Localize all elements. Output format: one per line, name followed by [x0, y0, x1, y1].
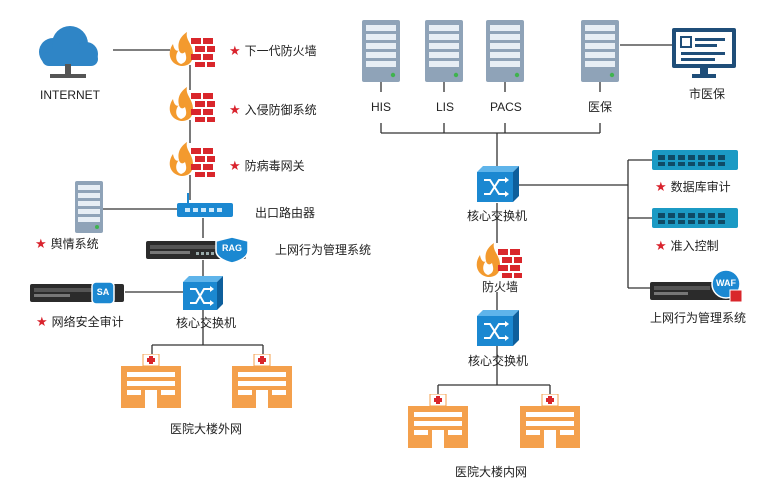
server-icon [425, 20, 463, 82]
egress-router-label: 出口路由器 [255, 206, 316, 220]
star-icon: ★ [655, 179, 667, 194]
server-icon [362, 20, 400, 82]
internet-label: INTERNET [40, 88, 100, 102]
star-icon: ★ [229, 158, 241, 173]
access-control-label: ★准入控制 [655, 238, 719, 254]
left-core-switch-label: 核心交换机 [176, 316, 237, 330]
ips-label: ★入侵防御系统 [229, 102, 317, 118]
server-icon [486, 20, 524, 82]
waf-badge: WAF [716, 278, 736, 288]
right-core-switch-top-label: 核心交换机 [467, 209, 528, 223]
internal-network-label: 医院大楼内网 [455, 465, 528, 479]
public-opinion-label: ★舆情系统 [35, 236, 99, 252]
server-pacs-label: PACS [490, 100, 522, 114]
core-switch-icon [477, 310, 519, 346]
right-core-switch-bottom-label: 核心交换机 [468, 354, 529, 368]
server-icon [581, 20, 619, 82]
behavior-mgmt-label: 上网行为管理系统 [275, 243, 372, 257]
star-icon: ★ [35, 236, 47, 251]
external-network-label: 医院大楼外网 [170, 422, 243, 436]
hospital-building-icon [408, 393, 468, 448]
antivirus-gateway-label: ★防病毒网关 [229, 158, 305, 174]
star-icon: ★ [229, 102, 241, 117]
db-audit-label: ★数据库审计 [655, 179, 731, 195]
security-audit-appliance: SA [30, 280, 126, 306]
antivirus-gateway-icon [165, 142, 217, 178]
star-icon: ★ [36, 314, 48, 329]
server-icon [75, 181, 103, 233]
hospital-building-icon [520, 393, 580, 448]
right-firewall-label: 防火墙 [482, 280, 519, 294]
server-his-label: HIS [371, 100, 392, 114]
sa-badge: SA [96, 287, 110, 297]
router-icon [177, 193, 233, 219]
core-switch-icon [477, 166, 519, 202]
intrusion-prevention-icon [165, 87, 217, 123]
server-lis-label: LIS [436, 100, 455, 114]
waf-appliance: WAF [650, 269, 746, 304]
star-icon: ★ [655, 238, 667, 253]
hospital-building-icon [232, 353, 292, 408]
firewall-icon [472, 243, 524, 279]
access-control-appliance [652, 208, 738, 228]
server-insurance-label: 医保 [588, 100, 613, 114]
internet-cloud-icon [28, 22, 108, 84]
next-gen-firewall-label: ★下一代防火墙 [229, 43, 317, 59]
sec-audit-label: ★网络安全审计 [36, 314, 124, 330]
right-behavior-mgmt-label: 上网行为管理系统 [650, 311, 747, 325]
firewall-icon [165, 32, 217, 68]
hospital-building-icon [121, 353, 181, 408]
rag-badge: RAG [222, 243, 242, 253]
star-icon: ★ [229, 43, 241, 58]
monitor-icon [672, 28, 736, 78]
behavior-management-appliance: RAG [146, 235, 256, 264]
city-insurance-label: 市医保 [689, 87, 726, 101]
db-audit-appliance [652, 150, 738, 170]
core-switch-icon [183, 276, 223, 310]
